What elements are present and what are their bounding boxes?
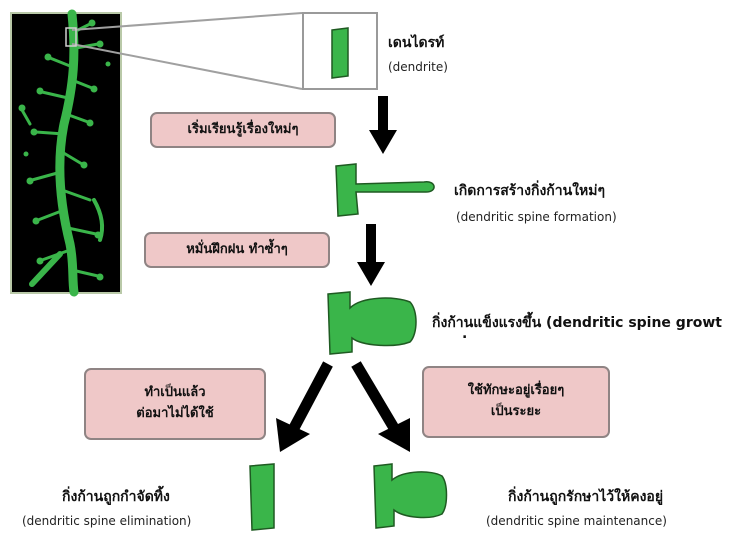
spine-maintenance-shape xyxy=(373,463,448,529)
use-line-1: ใช้ทักษะอยู่เรื่อยๆ xyxy=(467,383,565,399)
dendrite-segment-shape xyxy=(331,27,349,79)
spine-elimination-shape xyxy=(249,463,275,531)
maintenance-label-en: (dendritic spine maintenance) xyxy=(486,514,667,528)
arrow-down-1 xyxy=(369,96,397,154)
growth-label-dot: . xyxy=(462,326,468,342)
disuse-line-1: ทำเป็นแล้ว xyxy=(144,385,206,401)
dendrite-micrograph xyxy=(10,9,122,297)
action-learn-box: เริ่มเรียนรู้เรื่องใหม่ๆ xyxy=(150,112,336,148)
action-practice-box: หมั่นฝึกฝน ทำซ้ำๆ xyxy=(144,232,330,268)
dendrite-label-th: เดนไดรท์ xyxy=(388,35,445,51)
arrow-down-2 xyxy=(357,224,385,286)
maintenance-label-th: กิ่งก้านถูกรักษาไว้ให้คงอยู่ xyxy=(508,489,664,505)
action-use-box: ใช้ทักษะอยู่เรื่อยๆ เป็นระยะ xyxy=(422,366,610,438)
growth-label: กิ่งก้านแข็งแรงขึ้น (dendritic spine gro… xyxy=(432,315,722,331)
elimination-label-en: (dendritic spine elimination) xyxy=(22,514,192,528)
disuse-line-2: ต่อมาไม่ได้ใช้ xyxy=(136,406,214,421)
formation-label-th: เกิดการสร้างกิ่งก้านใหม่ๆ xyxy=(454,183,606,199)
dendrite-label-en: (dendrite) xyxy=(388,60,448,74)
dendrite-zoom-box xyxy=(302,12,378,90)
arrow-to-elimination xyxy=(276,361,333,452)
arrow-to-maintenance xyxy=(351,361,410,452)
elimination-label-th: กิ่งก้านถูกกำจัดทิ้ง xyxy=(62,489,170,505)
use-line-2: เป็นระยะ xyxy=(490,404,542,419)
spine-growth-shape xyxy=(327,291,417,355)
formation-label-en: (dendritic spine formation) xyxy=(456,210,617,224)
spine-formation-shape xyxy=(335,163,435,217)
action-disuse-box: ทำเป็นแล้ว ต่อมาไม่ได้ใช้ xyxy=(84,368,266,440)
dendrite-micrograph-graphic xyxy=(18,9,111,297)
